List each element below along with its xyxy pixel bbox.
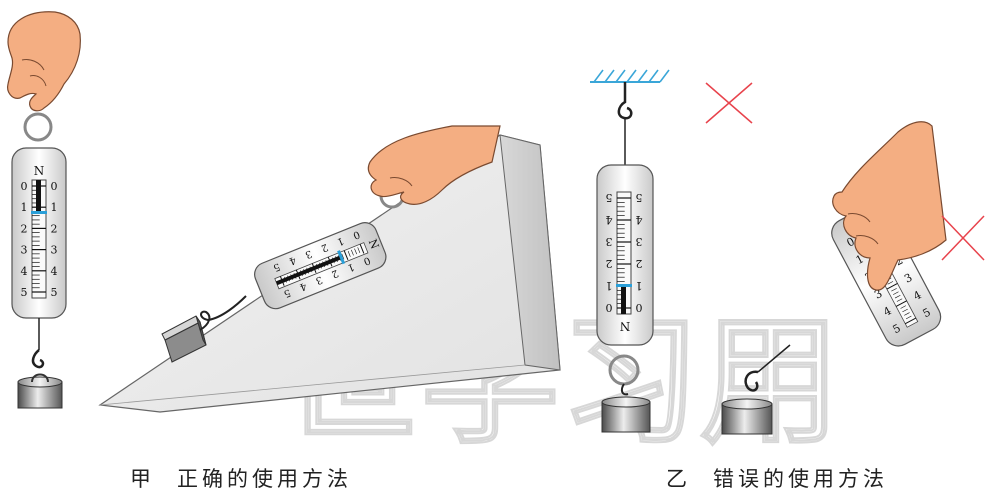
scale-label: 2	[330, 267, 340, 280]
scale-label: 5	[271, 260, 281, 273]
hook	[744, 370, 759, 392]
scale-label: 3	[21, 244, 28, 257]
pointer	[31, 211, 47, 214]
scale-label: 4	[606, 213, 613, 226]
ramp-hook	[199, 295, 247, 331]
hand-tilted	[832, 121, 947, 291]
hook	[31, 349, 45, 369]
pointer	[616, 284, 632, 287]
scale-label: 3	[606, 235, 613, 248]
scale-label: 0	[51, 180, 58, 193]
caption-tag: 乙	[666, 467, 691, 491]
scale-label: 3	[636, 235, 643, 248]
scale-label: 4	[298, 280, 308, 293]
caption-text: 正确的使用方法	[177, 467, 352, 491]
scale-label: 5	[636, 191, 643, 204]
hand-ramp	[367, 125, 501, 205]
wrong-mark-2	[941, 215, 985, 261]
scale-label: 2	[51, 222, 58, 235]
spring-scale-vertical: N 0 0 1 1 2 2 3 3 4 4 5 5	[11, 147, 67, 319]
scale-label: 1	[346, 261, 356, 274]
scale-label: 3	[314, 273, 324, 286]
scale-label: 2	[636, 257, 643, 270]
scale-label: 0	[606, 301, 613, 314]
scale-label: 3	[303, 247, 313, 260]
unit-label: N	[34, 164, 45, 178]
scale-label: 2	[319, 241, 329, 254]
scale-label: 5	[51, 286, 58, 299]
scale-label: 1	[636, 279, 643, 292]
caption-correct: 甲正确的使用方法	[130, 463, 352, 493]
unit-label: N	[620, 319, 631, 333]
spring-scale-inverted: 0 0 1 1 2 2 3 3 4 4 5 5 N	[596, 164, 654, 346]
caption-text: 错误的使用方法	[713, 467, 888, 491]
weight-tilted	[721, 398, 773, 435]
pull-ring	[23, 112, 53, 142]
scale-label: 1	[335, 235, 345, 248]
weight-left	[17, 373, 63, 409]
hand-left	[7, 11, 81, 112]
scale-label: 5	[606, 191, 613, 204]
scale-label: 4	[51, 265, 58, 278]
scale-label: 2	[21, 222, 28, 235]
scale-label: 1	[51, 201, 58, 214]
scale-label: 5	[282, 286, 292, 299]
scale-label: 0	[21, 180, 28, 193]
scale-label: 4	[21, 265, 28, 278]
pointer	[337, 250, 346, 265]
weight-inverted	[601, 396, 651, 433]
caption-tag: 甲	[130, 467, 155, 491]
scale-label: 4	[636, 213, 643, 226]
scale-label: 1	[606, 279, 613, 292]
wrong-mark-1	[705, 82, 753, 124]
scale-label: 5	[21, 286, 28, 299]
scale-label: 0	[351, 228, 361, 241]
scale-label: 2	[606, 257, 613, 270]
ceiling-support	[590, 69, 670, 83]
indicator-rod	[36, 180, 41, 214]
scale-label: 0	[362, 254, 372, 267]
scale-label: 0	[636, 301, 643, 314]
scale-label: 1	[21, 201, 28, 214]
scale-label: 3	[51, 244, 58, 257]
block-on-ramp	[161, 315, 207, 363]
ceiling-hook	[617, 82, 633, 120]
scale-label: 4	[287, 254, 297, 267]
caption-wrong: 乙错误的使用方法	[666, 463, 888, 493]
